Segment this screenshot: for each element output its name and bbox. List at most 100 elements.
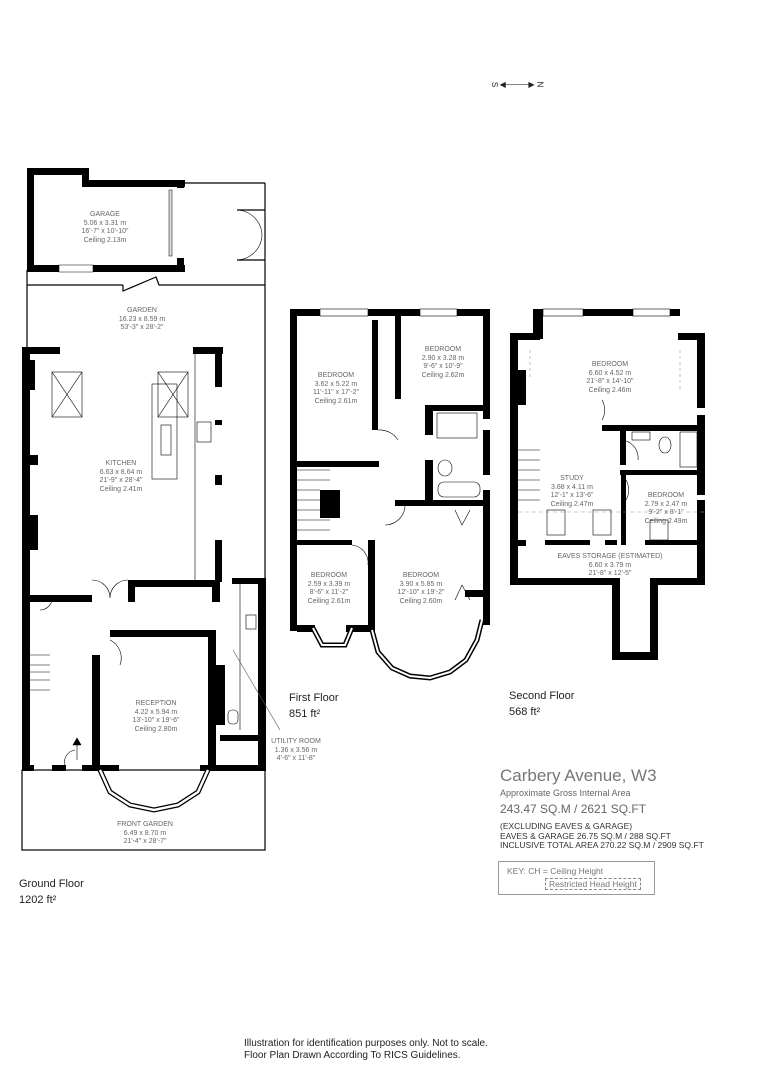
floor-area: 851 ft² [289, 708, 321, 720]
compass-arrow-icon: ◀────▶ [499, 80, 535, 89]
room-name: KITCHEN [105, 460, 137, 467]
room-dimensions-imperial: 9'-6" x 10'-9" [423, 363, 463, 370]
room-label-bedroom-3: BEDROOM 2.59 x 3.39 m 8'-6" x 11'-2" Cei… [308, 572, 351, 606]
room-dimensions-imperial: 8'-6" x 11'-2" [309, 589, 349, 596]
first-floor-fixtures [297, 308, 481, 601]
eaves-garage-area: EAVES & GARAGE 26.75 SQ.M / 288 SQ.FT [500, 830, 671, 841]
room-name: BEDROOM [310, 572, 348, 579]
room-name: GARAGE [90, 211, 120, 218]
excluding-note: (EXCLUDING EAVES & GARAGE) [500, 821, 633, 831]
room-dimensions-metric: 6.63 x 8.64 m [99, 468, 143, 476]
second-floor-label: Second Floor 568 ft² [509, 688, 574, 720]
first-floor-large-bay [369, 619, 485, 681]
room-ceiling: Ceiling 2.60m [399, 597, 443, 605]
room-dimensions-imperial: 13'-10" x 19'-6" [132, 717, 180, 724]
room-ceiling: Ceiling 2.49m [644, 517, 688, 525]
compass-north: N [535, 81, 545, 88]
floor-name: First Floor [289, 692, 339, 704]
room-name: BEDROOM [591, 361, 629, 368]
room-dimensions-imperial: 21'-8" x 14'-10" [586, 378, 634, 385]
second-floor-plan [510, 308, 705, 660]
room-dimensions-metric: 3.62 x 5.22 m [314, 380, 358, 388]
ground-floor-label: Ground Floor 1202 ft² [19, 876, 84, 908]
room-label-bedroom-6: BEDROOM 2.79 x 2.47 m 9'-2" x 8'-1" Ceil… [645, 492, 688, 526]
property-address: Carbery Avenue, W3 [500, 766, 657, 785]
property-info: Carbery Avenue, W3 Approximate Gross Int… [500, 766, 704, 851]
disclaimer-line-2: Floor Plan Drawn According To RICS Guide… [244, 1050, 461, 1061]
room-dimensions-metric: 1.36 x 3.56 m [274, 746, 318, 754]
room-name: RECEPTION [135, 700, 177, 707]
first-floor-plan [290, 308, 490, 681]
room-label-bedroom-2: BEDROOM 2.90 x 3.28 m 9'-6" x 10'-9" Cei… [422, 346, 465, 380]
compass-south: S [490, 81, 500, 88]
disclaimer: Illustration for identification purposes… [244, 1038, 488, 1062]
room-label-eaves-storage: EAVES STORAGE (ESTIMATED) 6.60 x 3.79 m … [557, 553, 662, 579]
room-label-bedroom-1: BEDROOM 3.62 x 5.22 m 11'-11" x 17'-2" C… [313, 372, 359, 406]
inclusive-total-area: INCLUSIVE TOTAL AREA 270.22 SQ.M / 2909 … [500, 840, 704, 850]
area-subtitle: Approximate Gross Internal Area [500, 788, 631, 798]
room-dimensions-metric: 5.06 x 3.31 m [83, 219, 127, 227]
room-name: BEDROOM [424, 346, 462, 353]
room-label-bedroom-4: BEDROOM 3.90 x 5.85 m 12'-10" x 19'-2" C… [398, 572, 445, 606]
room-name: BEDROOM [317, 372, 355, 379]
room-dimensions-metric: 6.60 x 4.52 m [588, 369, 632, 377]
room-dimensions-metric: 3.90 x 5.85 m [399, 580, 443, 588]
ground-floor-walls [22, 347, 266, 771]
room-dimensions-metric: 4.22 x 5.94 m [134, 708, 178, 716]
room-label-kitchen: KITCHEN 6.63 x 8.64 m 21'-9" x 28'-4" Ce… [99, 460, 142, 494]
room-dimensions-imperial: 53'-3" x 28'-2" [120, 324, 164, 331]
room-label-garage: GARAGE 5.06 x 3.31 m 16'-7" x 10'-10" Ce… [82, 211, 129, 245]
room-dimensions-imperial: 12'-10" x 19'-2" [397, 589, 445, 596]
legend-key: KEY: CH = Ceiling Height Restricted Head… [498, 861, 655, 895]
room-label-garden: GARDEN 16.23 x 8.59 m 53'-3" x 28'-2" [119, 307, 165, 333]
kitchen-fixtures [28, 354, 281, 766]
room-ceiling: Ceiling 2.80m [134, 725, 178, 733]
room-name: EAVES STORAGE (ESTIMATED) [557, 553, 663, 560]
disclaimer-line-1: Illustration for identification purposes… [244, 1038, 488, 1049]
room-label-front-garden: FRONT GARDEN 6.49 x 8.70 m 21'-4" x 28'-… [117, 821, 173, 847]
room-name: STUDY [560, 475, 584, 482]
room-label-utility: UTILITY ROOM 1.36 x 3.56 m 4'-6" x 11'-8… [271, 738, 321, 764]
room-dimensions-metric: 2.90 x 3.28 m [421, 354, 465, 362]
room-ceiling: Ceiling 2.61m [314, 397, 358, 405]
garden-boundary [21, 182, 266, 851]
room-label-reception: RECEPTION 4.22 x 5.94 m 13'-10" x 19'-6"… [133, 700, 180, 734]
room-ceiling: Ceiling 2.13m [83, 236, 127, 244]
room-dimensions-imperial: 9'-2" x 8'-1" [648, 509, 684, 516]
room-dimensions-metric: 16.23 x 8.59 m [118, 315, 166, 323]
room-ceiling: Ceiling 2.62m [421, 371, 465, 379]
key-restricted-head-height: Restricted Head Height [545, 878, 641, 890]
room-ceiling: Ceiling 2.46m [588, 386, 632, 394]
floor-area: 568 ft² [509, 706, 541, 718]
room-dimensions-imperial: 21'-4" x 28'-7" [123, 838, 167, 845]
second-floor-fixtures [518, 308, 705, 541]
floor-area: 1202 ft² [19, 894, 57, 906]
room-name: GARDEN [127, 307, 157, 314]
room-name: BEDROOM [647, 492, 685, 499]
floor-name: Second Floor [509, 690, 575, 702]
reception-bay-window [97, 768, 211, 813]
garage-walls [27, 168, 185, 272]
room-label-study: STUDY 3.68 x 4.11 m 12'-1" x 13'-6" Ceil… [550, 475, 593, 509]
key-ceiling-height: KEY: CH = Ceiling Height [507, 866, 604, 876]
room-dimensions-imperial: 11'-11" x 17'-2" [313, 389, 359, 396]
room-name: BEDROOM [402, 572, 440, 579]
floor-name: Ground Floor [19, 878, 84, 890]
room-dimensions-metric: 6.60 x 3.79 m [588, 561, 632, 569]
room-dimensions-imperial: 16'-7" x 10'-10" [81, 228, 129, 235]
room-dimensions-metric: 2.59 x 3.39 m [307, 580, 351, 588]
room-dimensions-imperial: 21'-8" x 12'-5" [588, 570, 632, 577]
room-label-bedroom-5: BEDROOM 6.60 x 4.52 m 21'-8" x 14'-10" C… [587, 361, 634, 395]
room-dimensions-metric: 6.49 x 8.70 m [123, 829, 167, 837]
first-floor-walls [290, 309, 490, 632]
room-dimensions-metric: 3.68 x 4.11 m [551, 483, 593, 491]
room-ceiling: Ceiling 2.47m [550, 500, 594, 508]
room-ceiling: Ceiling 2.61m [307, 597, 351, 605]
room-dimensions-imperial: 4'-6" x 11'-8" [276, 755, 316, 762]
room-dimensions-imperial: 12'-1" x 13'-6" [550, 492, 594, 499]
first-floor-label: First Floor 851 ft² [289, 690, 339, 722]
room-name: UTILITY ROOM [271, 738, 321, 745]
ground-floor-plan [21, 168, 281, 851]
second-floor-walls [510, 309, 705, 660]
